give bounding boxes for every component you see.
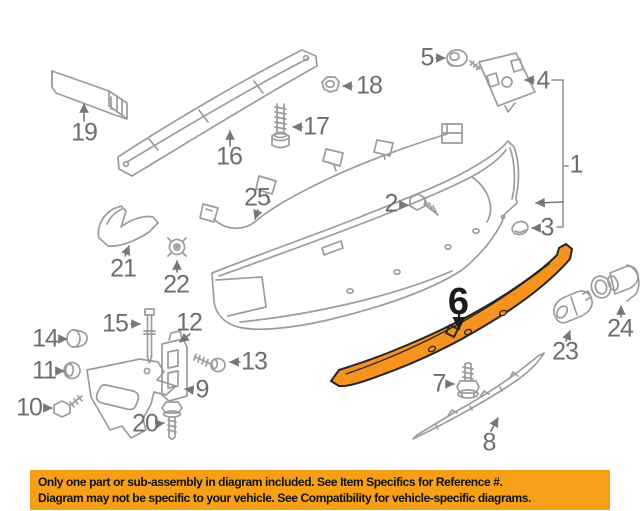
part-label-21: 21 [110, 254, 137, 283]
part-8-lower-trim-strip [412, 352, 545, 440]
part-label-1: 1 [569, 150, 584, 179]
part-9-support-bracket [86, 358, 177, 439]
part-label-13: 13 [241, 347, 268, 376]
part-21-side-bracket [97, 205, 159, 247]
part-label-18: 18 [356, 71, 383, 100]
part-2-screw [409, 193, 439, 216]
part-label-11: 11 [32, 356, 57, 385]
part-label-24: 24 [607, 314, 634, 343]
part-label-20: 20 [132, 409, 159, 438]
part-10-screw [53, 395, 83, 418]
part-label-23: 23 [552, 337, 579, 366]
disclaimer-line-1: Only one part or sub-assembly in diagram… [38, 475, 503, 489]
part-25-wiring-harness [199, 123, 463, 230]
part-label-7: 7 [432, 369, 447, 398]
arrow-12 [179, 332, 191, 343]
leader-arrows [43, 53, 626, 432]
part-6-lower-reinforcement-highlighted [330, 243, 573, 388]
part-label-12: 12 [176, 308, 203, 337]
part-label-10: 10 [16, 393, 43, 422]
part-label-19: 19 [71, 118, 98, 147]
part-4-license-bracket [469, 52, 536, 113]
part-label-25: 25 [244, 183, 271, 212]
part-23-park-sensor [553, 290, 593, 324]
part-16-impact-bar [117, 49, 318, 177]
part-11-cap-nut [63, 361, 81, 380]
part-15-pin [143, 308, 156, 364]
part-22-grommet-nut [167, 237, 187, 257]
leader-lines [551, 79, 569, 228]
part-5-grommet [446, 49, 468, 67]
part-12-sensor-bracket [161, 330, 188, 402]
part-label-2: 2 [384, 189, 399, 218]
part-14-cap [66, 329, 88, 348]
part-label-14: 14 [32, 324, 59, 353]
part-18-nut [321, 76, 340, 93]
part-label-3: 3 [540, 213, 555, 242]
part-3-plug-cap [511, 220, 529, 236]
part-19-impact-pad [51, 70, 128, 120]
part-label-8: 8 [482, 428, 497, 457]
arrow-9 [184, 385, 195, 395]
arrow-25 [253, 209, 263, 220]
arrow-20 [154, 419, 165, 429]
part-24-park-sensor-retainer [590, 264, 640, 302]
part-label-5: 5 [420, 43, 435, 72]
part-7-bolt [456, 362, 480, 399]
arrow-1 [535, 197, 564, 208]
part-label-17: 17 [303, 112, 330, 141]
part-label-4: 4 [536, 66, 551, 95]
part-label-15: 15 [102, 309, 129, 338]
part-17-bolt [271, 103, 290, 149]
arrow-21 [121, 245, 131, 257]
part-1-bumper-cover [211, 140, 520, 331]
part-label-22: 22 [163, 270, 190, 299]
part-20-bolt [161, 401, 183, 440]
part-label-9: 9 [195, 375, 210, 404]
arrow-8 [489, 417, 499, 432]
disclaimer-line-2: Diagram may not be specific to your vehi… [38, 491, 531, 505]
part-label-16: 16 [216, 142, 243, 171]
disclaimer-banner: Only one part or sub-assembly in diagram… [30, 470, 610, 510]
part-13-screw [193, 353, 226, 373]
part-label-6-highlighted: 6 [447, 281, 469, 323]
arrow-23 [562, 330, 572, 342]
